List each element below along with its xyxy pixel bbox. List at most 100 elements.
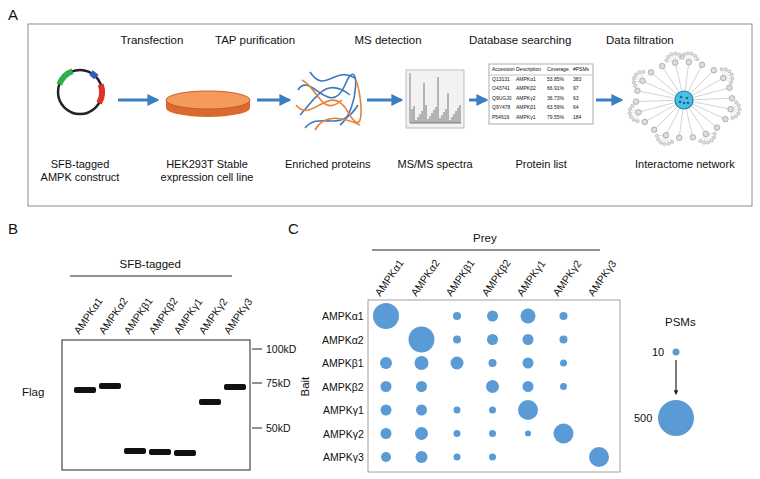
panel-letter: C bbox=[288, 220, 299, 237]
network-node bbox=[631, 104, 634, 107]
blot-header-line bbox=[70, 276, 232, 277]
psm-bubble bbox=[415, 427, 428, 440]
blot-band bbox=[224, 384, 246, 390]
psm-bubble bbox=[416, 381, 427, 392]
table-cell: 79.55% bbox=[547, 115, 564, 121]
network-node bbox=[633, 99, 639, 105]
network-node bbox=[659, 141, 662, 144]
table-cell: 36.73% bbox=[547, 96, 564, 102]
protein-tangle-icon bbox=[296, 72, 361, 130]
legend-title: PSMs bbox=[665, 316, 696, 329]
step-caption: MS/MS spectra bbox=[398, 158, 473, 171]
psm-bubble bbox=[487, 334, 498, 345]
network-node bbox=[640, 78, 646, 84]
psm-bubble bbox=[518, 400, 538, 420]
spectrum-peak bbox=[416, 120, 417, 123]
size-marker: 100kD bbox=[266, 343, 296, 355]
interactome-network-icon bbox=[628, 52, 741, 146]
legend-label: 10 bbox=[652, 346, 664, 359]
psm-bubble bbox=[381, 452, 391, 462]
table-cell: 66.91% bbox=[547, 86, 564, 92]
protein-tangle-icon bbox=[315, 118, 360, 130]
row-label: AMPKβ2 bbox=[322, 381, 364, 393]
blot-header: SFB-tagged bbox=[120, 258, 181, 271]
step-label: MS detection bbox=[355, 34, 422, 47]
legend-arrow bbox=[676, 360, 677, 394]
plasmid-icon bbox=[99, 85, 102, 104]
network-node bbox=[731, 116, 734, 119]
step-caption: Interactome network bbox=[635, 158, 735, 171]
table-cell: Q9UGJ0 bbox=[492, 96, 511, 102]
table-cell: 184 bbox=[573, 115, 581, 121]
blot-band bbox=[99, 383, 121, 389]
spectrum-peak bbox=[412, 109, 413, 123]
network-node bbox=[723, 116, 729, 122]
network-node bbox=[702, 141, 705, 144]
step-label: Database searching bbox=[469, 34, 571, 47]
process-step: Enriched proteins bbox=[292, 62, 364, 138]
network-node bbox=[699, 62, 705, 68]
western-blot bbox=[62, 340, 250, 470]
spectrum-peak bbox=[426, 105, 427, 123]
table-cell: AMPKβ1 bbox=[516, 105, 536, 111]
spectrum-peak bbox=[444, 112, 445, 123]
spectrum-peak bbox=[450, 120, 451, 123]
network-node bbox=[686, 52, 689, 55]
row-label: AMPKγ2 bbox=[323, 428, 364, 440]
spectrum-peak bbox=[440, 118, 441, 123]
table-cell: P54619 bbox=[492, 115, 509, 121]
protein-table-frame bbox=[489, 64, 593, 124]
psm-bubble bbox=[560, 336, 568, 344]
table-cell: 64 bbox=[573, 105, 579, 111]
protein-tangle-icon bbox=[310, 72, 355, 81]
spectrum-peak bbox=[428, 119, 429, 123]
legend-label: 500 bbox=[634, 412, 652, 425]
network-node bbox=[735, 101, 738, 104]
network-node bbox=[729, 81, 732, 84]
network-node bbox=[696, 58, 699, 61]
step-caption: HEK293T Stable expression cell line bbox=[145, 158, 269, 184]
network-node bbox=[648, 70, 654, 76]
network-node bbox=[720, 68, 723, 71]
prey-header-line bbox=[372, 250, 600, 251]
psm-bubble bbox=[416, 405, 427, 416]
network-node bbox=[678, 53, 681, 56]
psm-bubble bbox=[409, 327, 435, 353]
spectrum-peak bbox=[420, 114, 421, 123]
process-step: HEK293T Stable expression cell line bbox=[160, 62, 254, 138]
size-marker: 75kD bbox=[266, 377, 291, 389]
axis-title: Prey bbox=[473, 232, 497, 245]
spectrum-peak bbox=[446, 109, 447, 123]
network-node bbox=[667, 55, 670, 58]
psm-bubble bbox=[381, 381, 392, 392]
process-step: MS/MS spectra bbox=[404, 62, 466, 138]
column-label: AMPKα1 bbox=[372, 257, 406, 298]
network-node bbox=[676, 135, 682, 141]
ms-spectrum-icon bbox=[406, 70, 464, 128]
network-node bbox=[634, 73, 637, 76]
network-node bbox=[728, 70, 731, 73]
table-cell: O43741 bbox=[492, 86, 510, 92]
step-label: TAP purification bbox=[215, 34, 295, 47]
axis-title: Bait bbox=[299, 376, 312, 396]
psm-bubble bbox=[415, 356, 429, 370]
psm-bubble bbox=[454, 430, 461, 437]
psm-bubble bbox=[381, 428, 392, 439]
psm-bubble bbox=[560, 312, 568, 320]
psm-bubble bbox=[454, 407, 461, 414]
spectrum-peak bbox=[452, 117, 453, 123]
ms-spectrum-icon bbox=[410, 73, 411, 123]
psm-bubble bbox=[589, 447, 609, 467]
network-hub bbox=[675, 91, 693, 109]
psm-bubble bbox=[416, 451, 428, 463]
network-node bbox=[727, 85, 733, 91]
blot-band bbox=[199, 399, 221, 405]
flow-arrow bbox=[367, 99, 401, 102]
network-node bbox=[628, 112, 631, 115]
row-label: AMPKγ3 bbox=[323, 451, 364, 463]
psm-bubble bbox=[486, 380, 499, 393]
network-node bbox=[737, 112, 740, 115]
network-node bbox=[632, 118, 635, 121]
bubble-matrix bbox=[368, 300, 620, 472]
